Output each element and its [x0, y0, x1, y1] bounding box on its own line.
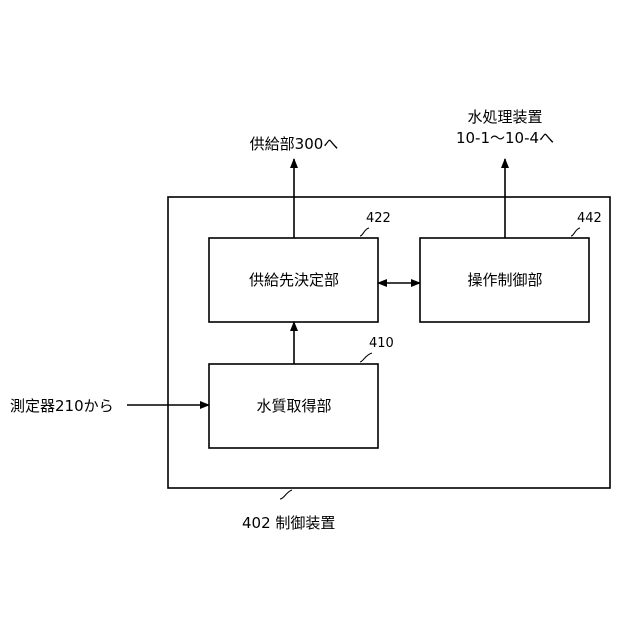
- measuring-device-label: 測定器210から: [10, 397, 114, 415]
- control-device-label: 402 制御装置: [242, 514, 335, 532]
- water-treatment-label-line1: 水処理装置: [467, 108, 542, 126]
- supply-destination-label: 供給先決定部: [249, 271, 339, 289]
- water-treatment-label-line2: 10-1～10-4へ: [456, 129, 554, 147]
- ref-422: 422: [366, 211, 391, 226]
- water-quality-label: 水質取得部: [256, 397, 331, 415]
- ref-442: 442: [577, 211, 602, 226]
- ref-410: 410: [369, 336, 394, 351]
- operation-control-label: 操作制御部: [467, 271, 542, 289]
- supply-unit-label: 供給部300へ: [250, 135, 339, 153]
- leader-402: [280, 490, 292, 499]
